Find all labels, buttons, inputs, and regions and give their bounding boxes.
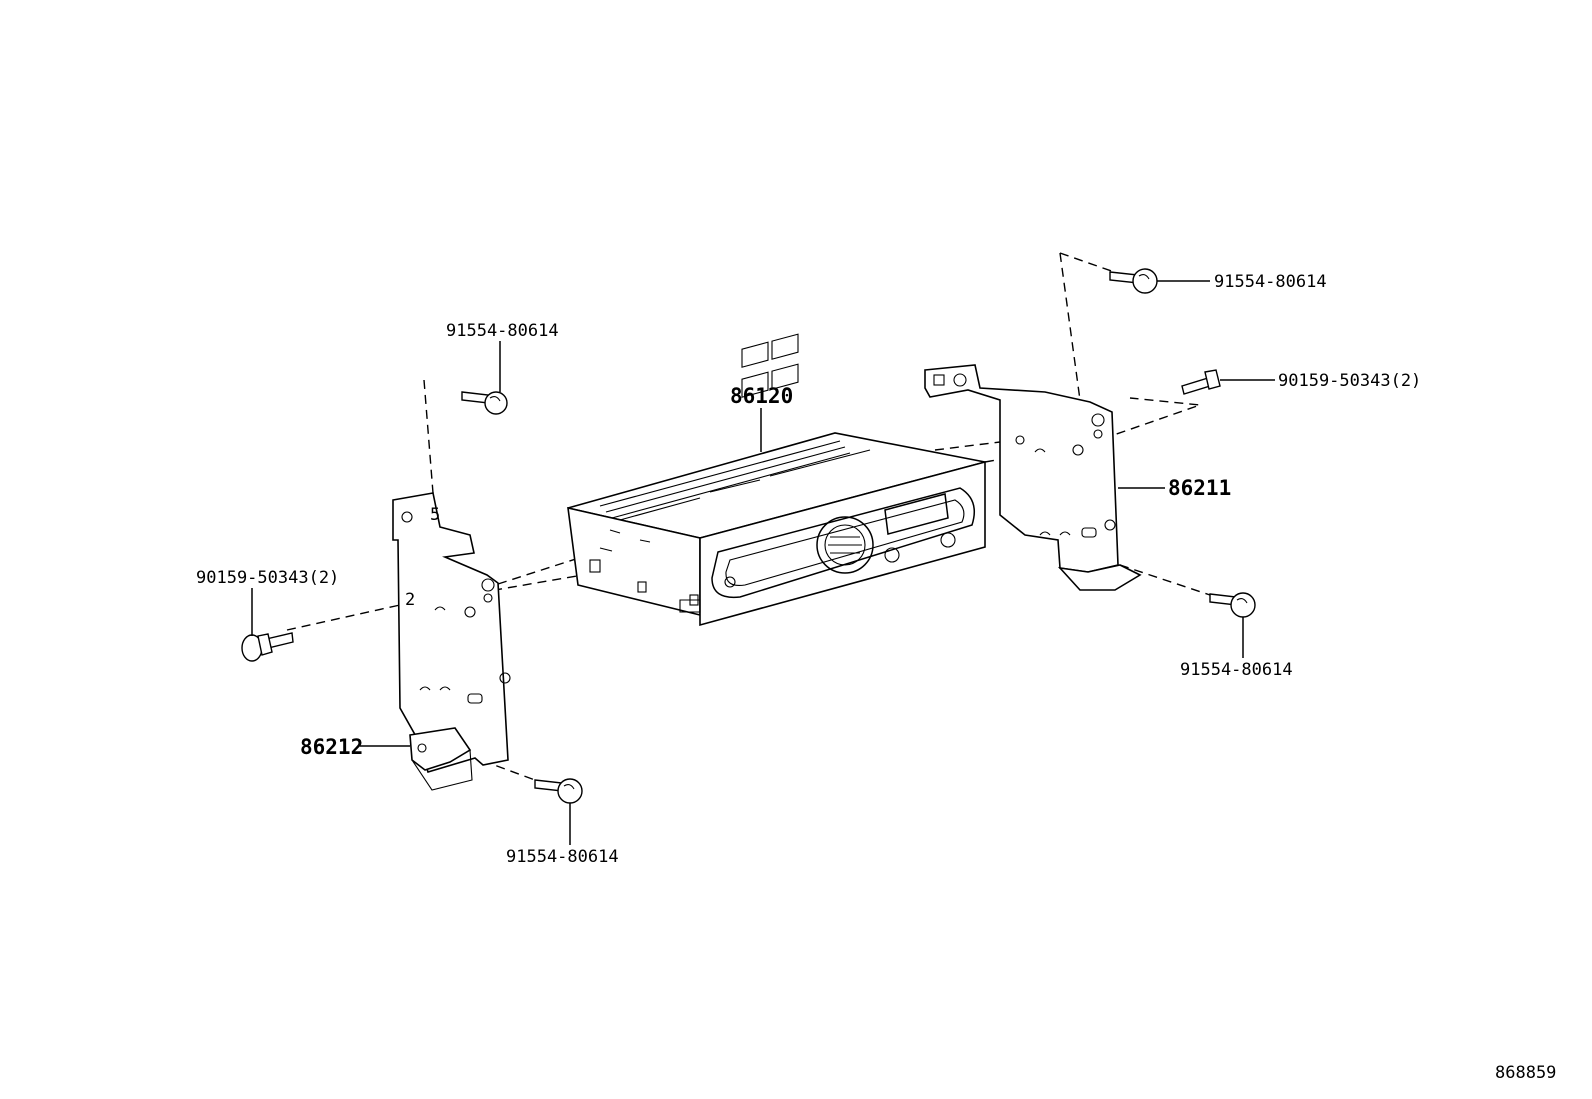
label-screw-left-lower: 91554-80614 xyxy=(506,847,619,867)
bolt-right xyxy=(1181,369,1221,395)
label-screw-right-lower: 91554-80614 xyxy=(1180,660,1293,680)
label-screw-left-top: 91554-80614 xyxy=(446,321,559,341)
screw-left-top xyxy=(461,391,508,415)
screw-right-lower xyxy=(1209,592,1256,618)
leader-lines xyxy=(251,280,1275,845)
svg-text:2: 2 xyxy=(405,590,415,610)
screw-left-lower xyxy=(534,778,583,804)
reference-number: 868859 xyxy=(1495,1063,1556,1083)
right-bracket-86211 xyxy=(924,364,1142,591)
label-bolt-right: 90159-50343(2) xyxy=(1278,371,1421,391)
label-bracket-right: 86211 xyxy=(1168,476,1231,500)
svg-text:5: 5 xyxy=(430,505,440,525)
left-bracket-86212: 2 5 xyxy=(392,492,511,791)
radio-unit-86120 xyxy=(567,333,986,627)
label-bolt-left: 90159-50343(2) xyxy=(196,568,339,588)
screw-right-top xyxy=(1109,268,1158,294)
label-radio-unit: 86120 xyxy=(730,384,793,408)
label-bracket-left: 86212 xyxy=(300,735,363,759)
bolt-left xyxy=(241,632,294,662)
top-vents xyxy=(599,440,871,521)
label-screw-right-top: 91554-80614 xyxy=(1214,272,1327,292)
